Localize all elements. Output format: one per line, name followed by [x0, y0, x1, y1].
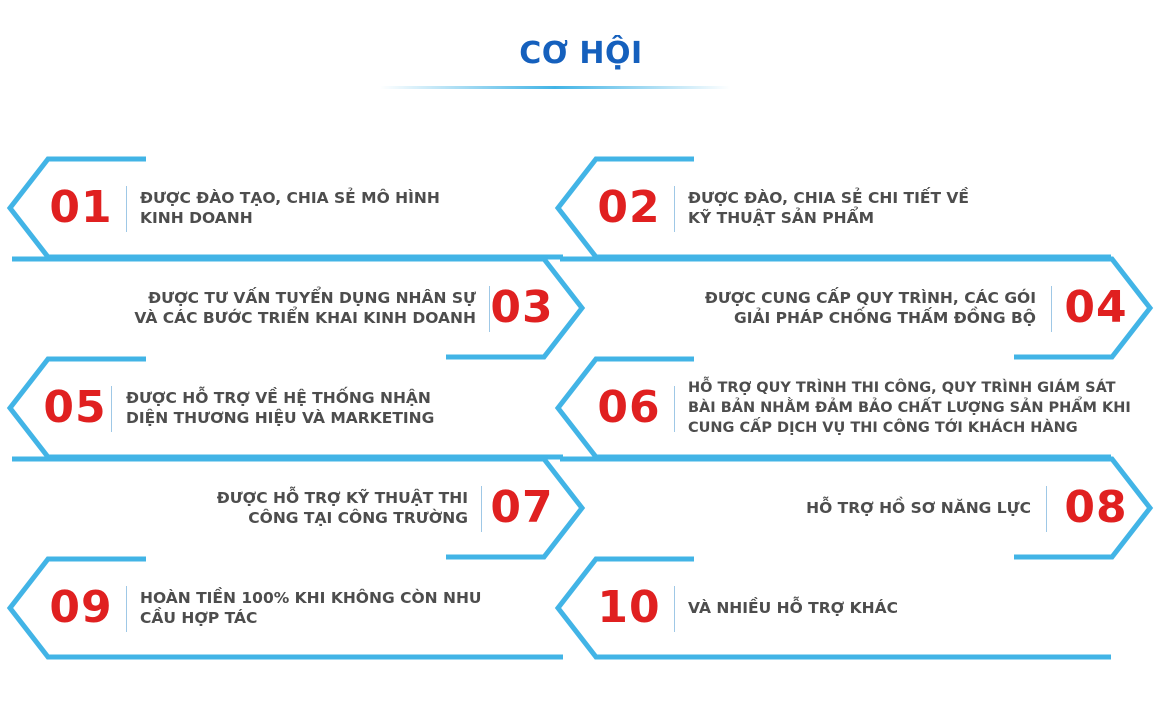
item-number: 09	[49, 582, 113, 633]
divider	[111, 386, 112, 432]
title-underline	[380, 86, 730, 89]
item-text: ĐƯỢC HỖ TRỢ VỀ HỆ THỐNG NHẬN DIỆN THƯƠNG…	[126, 389, 435, 427]
item-text: ĐƯỢC CUNG CẤP QUY TRÌNH, CÁC GÓI GIẢI PH…	[704, 289, 1036, 327]
item-number: 05	[43, 382, 107, 433]
divider	[1046, 486, 1047, 532]
item-number: 01	[49, 182, 113, 233]
chevron-frame-left	[6, 556, 563, 660]
item-text: HOÀN TIỀN 100% KHI KHÔNG CÒN NHU CẦU HỢP…	[140, 589, 482, 627]
chevron-frame-right	[560, 256, 1154, 360]
item-number: 03	[490, 282, 554, 333]
item-number: 07	[490, 482, 554, 533]
divider	[674, 386, 675, 432]
item-text: ĐƯỢC TƯ VẤN TUYỂN DỤNG NHÂN SỰ VÀ CÁC BƯ…	[134, 289, 476, 327]
divider	[126, 186, 127, 232]
divider	[1051, 286, 1052, 332]
divider	[489, 286, 490, 332]
item-text: ĐƯỢC ĐÀO TẠO, CHIA SẺ MÔ HÌNH KINH DOANH	[140, 189, 440, 227]
opportunity-card-09: 09 HOÀN TIỀN 100% KHI KHÔNG CÒN NHU CẦU …	[6, 556, 589, 660]
item-number: 08	[1064, 482, 1128, 533]
chevron-frame-left	[554, 556, 1111, 660]
item-text: HỖ TRỢ HỒ SƠ NĂNG LỰC	[806, 499, 1031, 517]
page-title: CƠ HỘI	[519, 36, 643, 71]
opportunity-card-10: 10 VÀ NHIỀU HỖ TRỢ KHÁC	[554, 556, 1137, 660]
divider	[674, 186, 675, 232]
item-text: HỖ TRỢ QUY TRÌNH THI CÔNG, QUY TRÌNH GIÁ…	[688, 380, 1131, 436]
opportunity-card-07: 07 ĐƯỢC HỖ TRỢ KỸ THUẬT THI CÔNG TẠI CÔN…	[8, 456, 589, 560]
item-text: VÀ NHIỀU HỖ TRỢ KHÁC	[688, 599, 898, 617]
divider	[481, 486, 482, 532]
chevron-frame-right	[560, 456, 1154, 560]
opportunity-card-01: 01 ĐƯỢC ĐÀO TẠO, CHIA SẺ MÔ HÌNH KINH DO…	[6, 156, 589, 260]
item-number: 06	[597, 382, 661, 433]
opportunity-card-03: 03 ĐƯỢC TƯ VẤN TUYỂN DỤNG NHÂN SỰ VÀ CÁC…	[8, 256, 589, 360]
item-text: ĐƯỢC HỖ TRỢ KỸ THUẬT THI CÔNG TẠI CÔNG T…	[216, 489, 468, 527]
item-number: 10	[597, 582, 661, 633]
opportunity-card-04: 04 ĐƯỢC CUNG CẤP QUY TRÌNH, CÁC GÓI GIẢI…	[556, 256, 1154, 360]
chevron-frame-right	[12, 456, 586, 560]
chevron-frame-right	[12, 256, 586, 360]
item-number: 02	[597, 182, 661, 233]
opportunity-card-06: 06 HỖ TRỢ QUY TRÌNH THI CÔNG, QUY TRÌNH …	[554, 356, 1137, 460]
opportunity-card-08: 08 HỖ TRỢ HỒ SƠ NĂNG LỰC	[556, 456, 1154, 560]
opportunity-card-05: 05 ĐƯỢC HỖ TRỢ VỀ HỆ THỐNG NHẬN DIỆN THƯ…	[6, 356, 589, 460]
divider	[674, 586, 675, 632]
opportunity-card-02: 02 ĐƯỢC ĐÀO, CHIA SẺ CHI TIẾT VỀ KỸ THUẬ…	[554, 156, 1137, 260]
item-text: ĐƯỢC ĐÀO, CHIA SẺ CHI TIẾT VỀ KỸ THUẬT S…	[688, 189, 969, 227]
divider	[126, 586, 127, 632]
item-number: 04	[1064, 282, 1128, 333]
